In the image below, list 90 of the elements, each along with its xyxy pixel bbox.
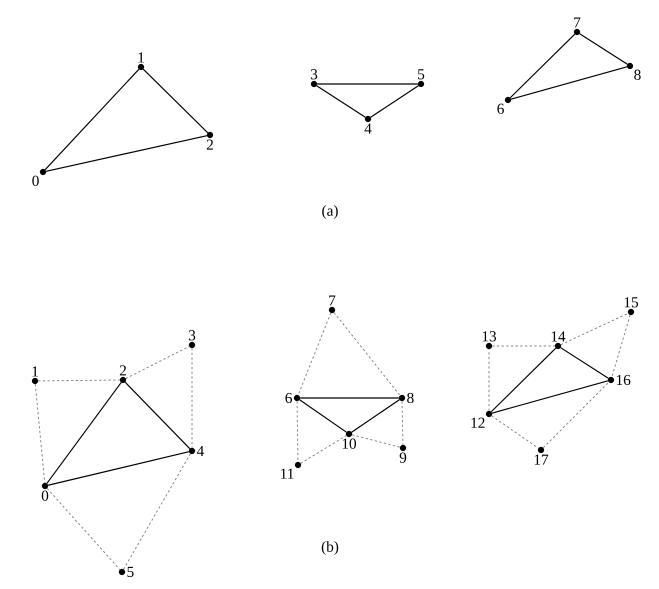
graph-edge [300, 397, 399, 399]
graph-edge [579, 33, 628, 65]
graph-vertex: 11 [281, 462, 302, 479]
graph-edge [296, 400, 298, 462]
node-label: 14 [552, 331, 566, 342]
graph-edge [300, 435, 347, 464]
node-label: 4 [364, 124, 372, 134]
node-label: 1 [32, 366, 38, 376]
graph-edge [542, 382, 610, 448]
graph-vertex: 16 [608, 374, 630, 386]
graph-edge [351, 399, 400, 433]
graph-edge [370, 85, 419, 118]
node-label: 3 [310, 69, 318, 80]
graph-vertex: 2 [120, 365, 126, 384]
node-label: 5 [127, 566, 134, 578]
node-label: 4 [196, 446, 204, 456]
graph-edge [490, 348, 556, 412]
graph-edge [488, 348, 490, 412]
graph-vertex: 7 [328, 295, 336, 314]
graph-edge [34, 384, 46, 484]
graph-vertex: 0 [42, 482, 48, 501]
graph-edge [402, 400, 404, 446]
node-label: 7 [329, 295, 336, 306]
graph-vertex: 6 [285, 392, 300, 404]
graph-vertex: 5 [418, 69, 424, 88]
graph-edge [38, 380, 120, 382]
graph-edge [352, 434, 400, 448]
subfigure-label: (a) [322, 205, 338, 219]
node-label: 6 [285, 392, 292, 404]
graph-edge [125, 346, 190, 380]
graph-vertex: 8 [626, 62, 641, 80]
graph-vertex: 4 [364, 116, 372, 134]
graph-edge [510, 66, 628, 100]
node-label: 10 [342, 438, 356, 449]
node-label: 0 [42, 490, 48, 501]
node-label: 6 [497, 104, 504, 114]
graph-vertex: 6 [497, 96, 512, 114]
graph-edge [316, 85, 366, 118]
node-label: 9 [400, 452, 406, 463]
graph-vertex: 14 [552, 331, 566, 350]
node-label: 1 [138, 52, 144, 62]
graph-vertex: 5 [118, 566, 134, 578]
graph-edge [44, 68, 140, 170]
node-label: 17 [534, 454, 548, 465]
graph-vertex: 7 [574, 17, 580, 36]
graph-vertex: 2 [206, 132, 214, 150]
graph-vertex: 15 [624, 297, 638, 316]
graph-vertex: 17 [534, 446, 548, 465]
graph-vertex: 12 [471, 410, 492, 428]
graph-edge [560, 312, 629, 346]
node-label: 5 [418, 69, 424, 80]
node-label: 15 [624, 297, 638, 308]
graph-edge [560, 347, 609, 379]
node-label: 8 [407, 392, 414, 404]
node-label: 11 [281, 468, 294, 479]
node-label: 12 [471, 418, 485, 428]
graph-edge [46, 135, 208, 172]
graph-edge [46, 488, 120, 570]
graph-edge [492, 380, 608, 414]
graph-vertex: 8 [398, 392, 414, 404]
graph-vertex: 4 [188, 446, 204, 456]
graph-vertex: 9 [400, 444, 406, 463]
graph-vertex: 0 [32, 168, 46, 186]
graph-edge [334, 312, 400, 396]
graph-edge [142, 68, 208, 134]
node-label: 16 [616, 374, 630, 386]
graph-edge [123, 453, 191, 570]
graph-vertex: 3 [188, 330, 196, 348]
graph-edge [298, 312, 332, 396]
graph-vertex: 10 [342, 430, 356, 449]
graph-edge [611, 314, 631, 378]
node-label: 3 [188, 330, 196, 340]
graph-edge [510, 34, 576, 98]
graph-edge [124, 382, 190, 450]
node-label: 13 [482, 331, 496, 342]
node-label: 7 [574, 17, 580, 28]
graph-edge [48, 451, 190, 486]
node-label: 0 [32, 176, 39, 186]
graph-edge [299, 399, 347, 433]
graph-vertex: 1 [32, 366, 38, 384]
node-label: 8 [634, 70, 641, 80]
graph-vertex: 1 [138, 52, 144, 70]
graph-edge [491, 415, 539, 449]
node-label: 2 [120, 365, 126, 376]
graph-edge [317, 83, 418, 85]
graph-vertex: 3 [310, 69, 318, 88]
graph-edge [46, 382, 122, 484]
graph-vertex: 13 [482, 331, 496, 350]
node-label: 2 [206, 140, 213, 150]
subfigure-label: (b) [322, 541, 338, 555]
